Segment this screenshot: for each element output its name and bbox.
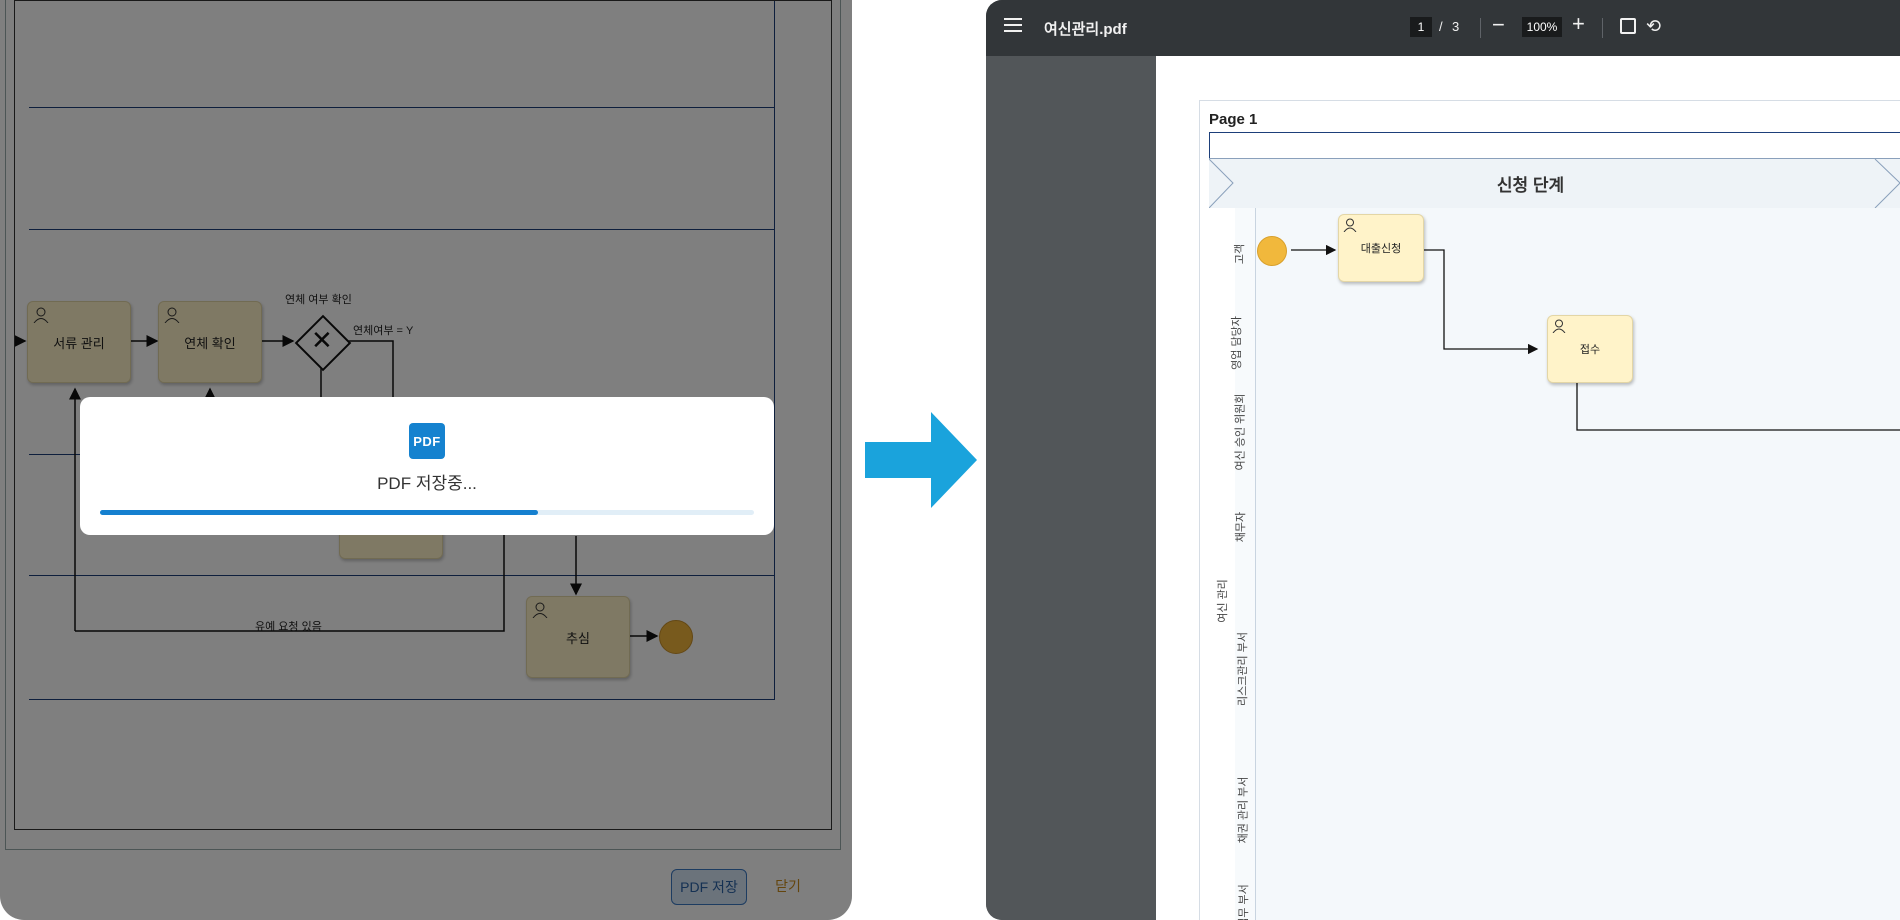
lane-label-column: 고객 — [1234, 208, 1256, 297]
document-title: 여신관리.pdf — [1044, 21, 1127, 38]
phase-title: 신청 단계 — [1496, 176, 1565, 195]
arrow-right-icon — [865, 412, 977, 508]
pdf-page: Page 1 신청 단계 여신 관리 고객 영업 담당자 여신 승인 위원회 — [1156, 56, 1900, 920]
lane-risk: 리스크관리 부서 — [1235, 575, 1900, 759]
lane-area: 여신 관리 고객 영업 담당자 여신 승인 위원회 채무자 리스크관리 부서 채… — [1209, 208, 1900, 920]
page-separator: / — [1439, 19, 1443, 34]
viewer-toolbar: 여신관리.pdf 1 / 3 − 100% + ⟲ — [986, 0, 1900, 56]
user-icon — [1552, 319, 1566, 333]
saving-message: PDF 저장중... — [377, 474, 477, 493]
pool-label-column: 여신 관리 — [1209, 208, 1236, 920]
page-number-input[interactable]: 1 — [1410, 17, 1432, 37]
pdf-saving-dialog: PDF PDF 저장중... — [80, 397, 774, 535]
task-receive[interactable]: 접수 — [1547, 315, 1633, 383]
lane-legal: 법무 부서 — [1235, 858, 1900, 920]
pdf-icon: PDF — [409, 423, 445, 459]
bpmn-editor-panel: 서류 관리 연체 확인 ✕ 연체 여부 확인 연체여부 = Y 추심 유예 요청… — [0, 0, 852, 920]
toolbar-divider — [1480, 18, 1481, 38]
task-label: 접수 — [1579, 344, 1601, 356]
phase-header: 신청 단계 — [1209, 158, 1900, 210]
page-label: Page 1 — [1209, 111, 1258, 128]
start-event[interactable] — [1257, 236, 1287, 266]
lane-label-column: 리스크관리 부서 — [1235, 575, 1256, 758]
lane-label-column: 영업 담당자 — [1231, 297, 1256, 386]
lane-bond: 채권 관리 부서 — [1235, 758, 1900, 859]
zoom-in-icon[interactable]: + — [1572, 11, 1585, 36]
task-loan-request[interactable]: 대출신청 — [1338, 214, 1424, 282]
lane-label-column: 채권 관리 부서 — [1235, 758, 1256, 858]
phase-chevron — [1209, 159, 1900, 209]
fit-page-icon[interactable] — [1620, 18, 1636, 34]
page-content-border — [1199, 100, 1900, 920]
user-icon — [1343, 218, 1357, 232]
pdf-viewer: 여신관리.pdf 1 / 3 − 100% + ⟲ Page 1 신청 단계 여… — [986, 0, 1900, 920]
lane-label-column: 채무자 — [1235, 475, 1256, 575]
menu-icon[interactable] — [1004, 18, 1022, 36]
sidebar-pane — [986, 56, 1156, 920]
progress-bar-fill — [100, 510, 539, 515]
lane-debtor: 채무자 — [1235, 475, 1900, 576]
lane-label-column: 법무 부서 — [1235, 858, 1256, 920]
toolbar-divider — [1602, 18, 1603, 38]
task-label: 대출신청 — [1360, 243, 1402, 255]
lane-approval: 여신 승인 위원회 — [1234, 386, 1900, 476]
progress-bar — [100, 510, 754, 515]
zoom-level-input[interactable]: 100% — [1522, 17, 1562, 37]
page-total: 3 — [1452, 19, 1460, 34]
lane-label-column: 여신 승인 위원회 — [1234, 386, 1256, 475]
rotate-icon[interactable]: ⟲ — [1646, 16, 1662, 36]
zoom-out-icon[interactable]: − — [1492, 12, 1505, 37]
pdf-flow-connectors — [1291, 244, 1900, 431]
